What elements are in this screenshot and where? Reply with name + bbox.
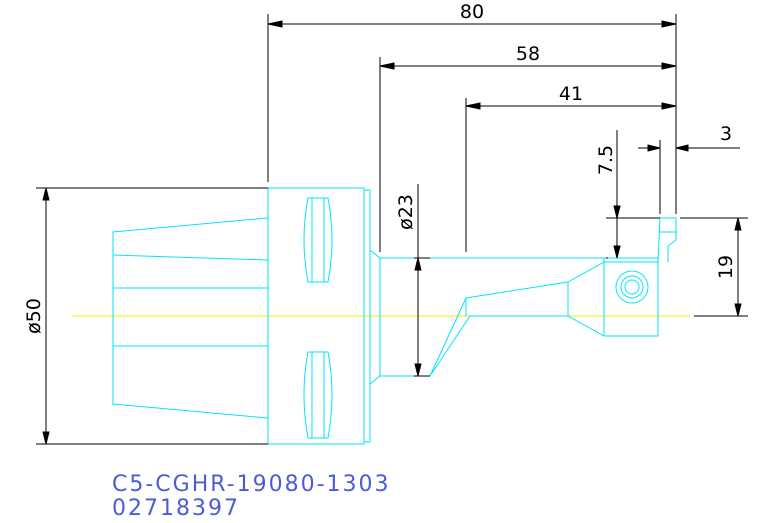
dim-text-bar-diameter: ø23 xyxy=(395,194,417,230)
arrow-23-top xyxy=(414,257,422,271)
arrow-3-left xyxy=(647,144,661,152)
dim-text-tool-length: 58 xyxy=(516,43,540,65)
arrow-80-right xyxy=(661,20,677,28)
cutting-head xyxy=(603,257,659,337)
clamp-screw-mid xyxy=(620,275,644,299)
arrow-58-left xyxy=(379,62,395,70)
dim-text-overall-length: 80 xyxy=(460,1,484,23)
arrow-80-left xyxy=(267,20,283,28)
flange xyxy=(267,187,365,445)
dim-text-insert-width: 3 xyxy=(720,123,732,145)
dim-text-center-height: 19 xyxy=(715,255,737,279)
shank-line-inner xyxy=(112,254,269,261)
arrow-7-5-bottom xyxy=(613,245,621,259)
arrow-41-right xyxy=(661,102,677,110)
part-number: C5-CGHR-19080-1303 xyxy=(112,472,391,497)
clamp-screw-outer xyxy=(615,270,649,304)
order-number: 02718397 xyxy=(112,496,240,521)
dim-text-insert-height: 7.5 xyxy=(595,145,617,175)
arrow-3-right xyxy=(675,144,689,152)
arrow-19-top xyxy=(734,217,742,231)
drive-slot-bottom xyxy=(303,351,333,439)
arrow-50-top xyxy=(42,187,50,201)
arrow-19-bottom xyxy=(734,303,742,317)
insert xyxy=(657,217,677,263)
neck xyxy=(369,249,381,385)
clamp-screw-inner xyxy=(624,279,640,295)
drive-slot-top xyxy=(303,197,333,283)
arrow-50-bottom xyxy=(42,431,50,445)
arrow-58-right xyxy=(661,62,677,70)
dim-text-shank-diameter: ø50 xyxy=(23,298,45,334)
arrow-41-left xyxy=(465,102,481,110)
shank-taper xyxy=(112,217,269,419)
arrow-7-5-top xyxy=(613,205,621,219)
dimension-lines xyxy=(36,14,748,445)
dim-text-bar-length: 41 xyxy=(559,83,583,105)
arrow-23-bottom xyxy=(414,363,422,377)
